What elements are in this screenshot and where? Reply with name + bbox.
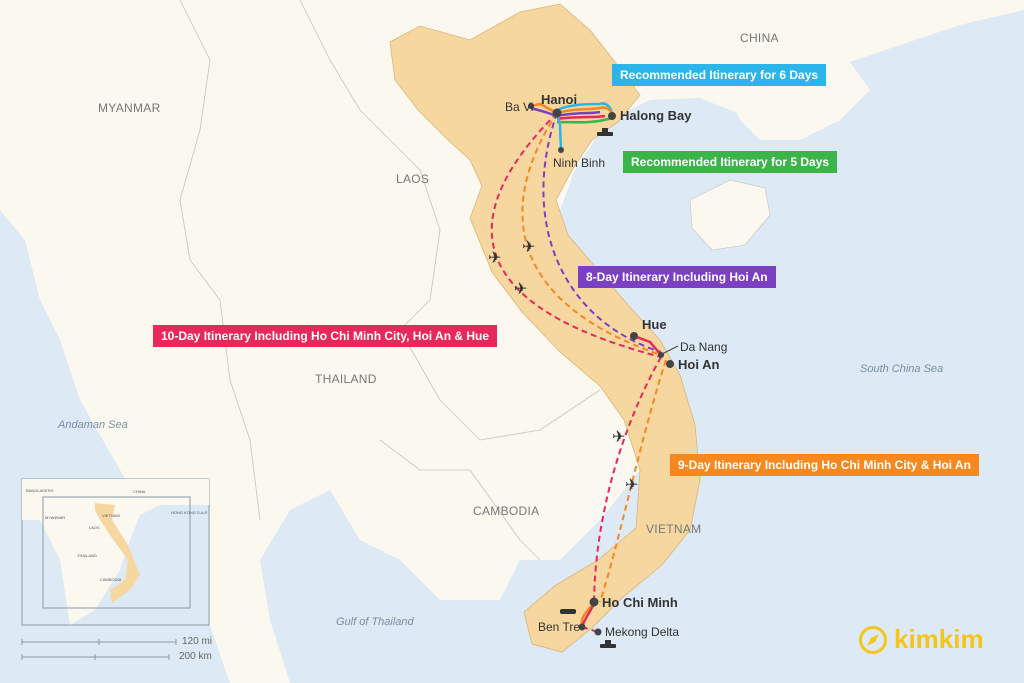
plane-icon: ✈ [625,477,638,494]
logo-text: kimkim [894,624,984,654]
country-label-china: CHINA [740,31,779,45]
route-label-10-days[interactable]: 10-Day Itinerary Including Ho Chi Minh C… [153,325,498,347]
plane-icons: ✈ ✈ ✈ ✈ ✈ [488,239,638,494]
danang-leader [661,345,679,355]
plane-icon: ✈ [488,250,501,267]
country-label-thailand: THAILAND [315,372,377,386]
boat-icon [597,132,613,136]
country-label-myanmar: MYANMAR [98,101,161,115]
plane-icon: ✈ [612,429,625,446]
plane-icon: ✈ [522,239,535,256]
city-hue: Hue [642,317,667,332]
inset-label-thailand: THAILAND [77,553,97,558]
china-coast [730,62,870,140]
scale-miles: 120 mi [182,636,213,647]
boat-icon [600,644,616,648]
city-mekong: Mekong Delta [605,625,680,639]
city-danang: Da Nang [680,340,728,354]
inset-label-myanmar: MYANMAR [45,515,66,520]
city-hcm: Ho Chi Minh [602,595,678,610]
hainan-island [689,179,771,251]
city-bentre: Ben Tre [538,620,581,634]
boat-icon-cabin [605,640,611,644]
inset-label-cambodia: CAMBODIA [100,577,122,582]
sea-area [0,10,1024,683]
city-halong: Halong Bay [620,108,692,123]
scale-km: 200 km [179,651,212,662]
city-dots [528,103,674,636]
routes-flights [490,112,667,633]
plane-icon: ✈ [514,281,527,298]
route-label-5-days[interactable]: Recommended Itinerary for 5 Days [623,151,838,173]
inset-label-laos: LAOS [89,525,100,530]
city-hoian: Hoi An [678,357,720,372]
sea-label-gulf: Gulf of Thailand [336,616,414,628]
country-label-cambodia: CAMBODIA [473,504,540,518]
route-hue-danang [633,334,662,356]
inset-label-hongkong: HONG KONG S.A.R. [171,510,209,515]
city-ninhbinh: Ninh Binh [553,156,606,170]
kimkim-logo[interactable]: kimkim [858,624,984,655]
country-label-laos: LAOS [396,172,430,186]
country-label-vietnam: VIETNAM [646,522,702,536]
sea-label-south-china: South China Sea [860,363,944,375]
route-label-8-days[interactable]: 8-Day Itinerary Including Hoi An [578,266,776,288]
scale-bar [21,639,177,660]
boat-icon-cabin [602,128,608,132]
sea-label-andaman: Andaman Sea [58,419,128,431]
inset-map [21,478,210,626]
city-bavi: Ba Vi [505,100,534,114]
inset-label-bangladesh: BANGLADESH [26,488,54,493]
inset-label-china: CHINA [133,489,146,494]
route-label-6-days[interactable]: Recommended Itinerary for 6 Days [612,64,827,86]
vietnam-land [389,3,701,653]
routes-north [530,102,614,151]
route-label-9-days[interactable]: 9-Day Itinerary Including Ho Chi Minh Ci… [670,454,979,476]
inset-label-vietnam: VIETNAM [102,513,120,518]
country-borders [179,0,601,561]
car-icon [560,609,576,614]
compass-icon [859,625,887,654]
city-hanoi: Hanoi [541,92,578,107]
